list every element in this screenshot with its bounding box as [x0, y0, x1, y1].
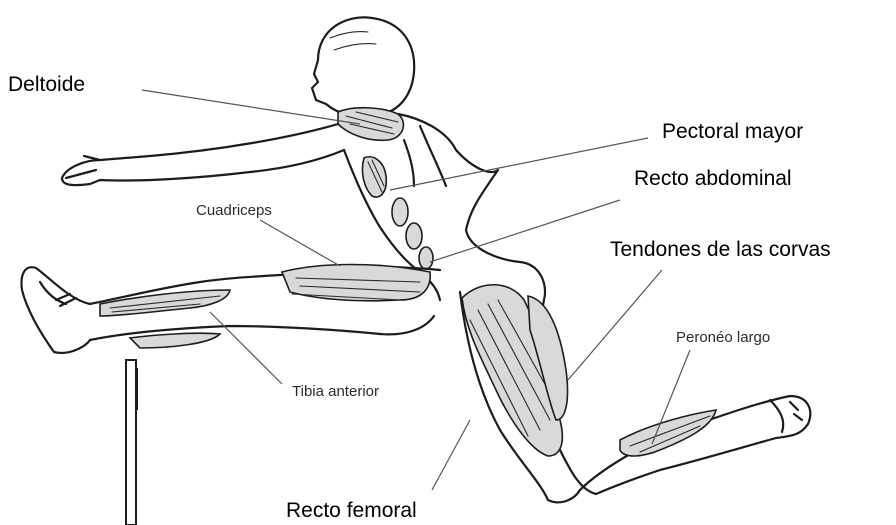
deltoid-muscle	[338, 108, 403, 141]
label-deltoide: Deltoide	[8, 74, 85, 95]
label-recto-femoral: Recto femoral	[286, 500, 417, 521]
athlete-leg-lead	[460, 285, 810, 503]
label-tibia: Tibia anterior	[292, 384, 379, 399]
hurdle	[126, 360, 137, 525]
label-peroneo: Peronéo largo	[676, 330, 770, 345]
athlete-head	[312, 17, 414, 116]
abdominal-segment	[392, 198, 408, 226]
quadriceps-muscle	[282, 265, 430, 301]
label-tendones: Tendones de las corvas	[610, 239, 831, 260]
peroneus-muscle	[620, 410, 716, 456]
athlete-leg-trailing	[22, 265, 440, 353]
label-recto-abdominal: Recto abdominal	[634, 168, 792, 189]
label-pectoral-mayor: Pectoral mayor	[662, 121, 803, 142]
label-cuadriceps: Cuadriceps	[196, 203, 272, 218]
athlete-arm	[62, 124, 344, 185]
